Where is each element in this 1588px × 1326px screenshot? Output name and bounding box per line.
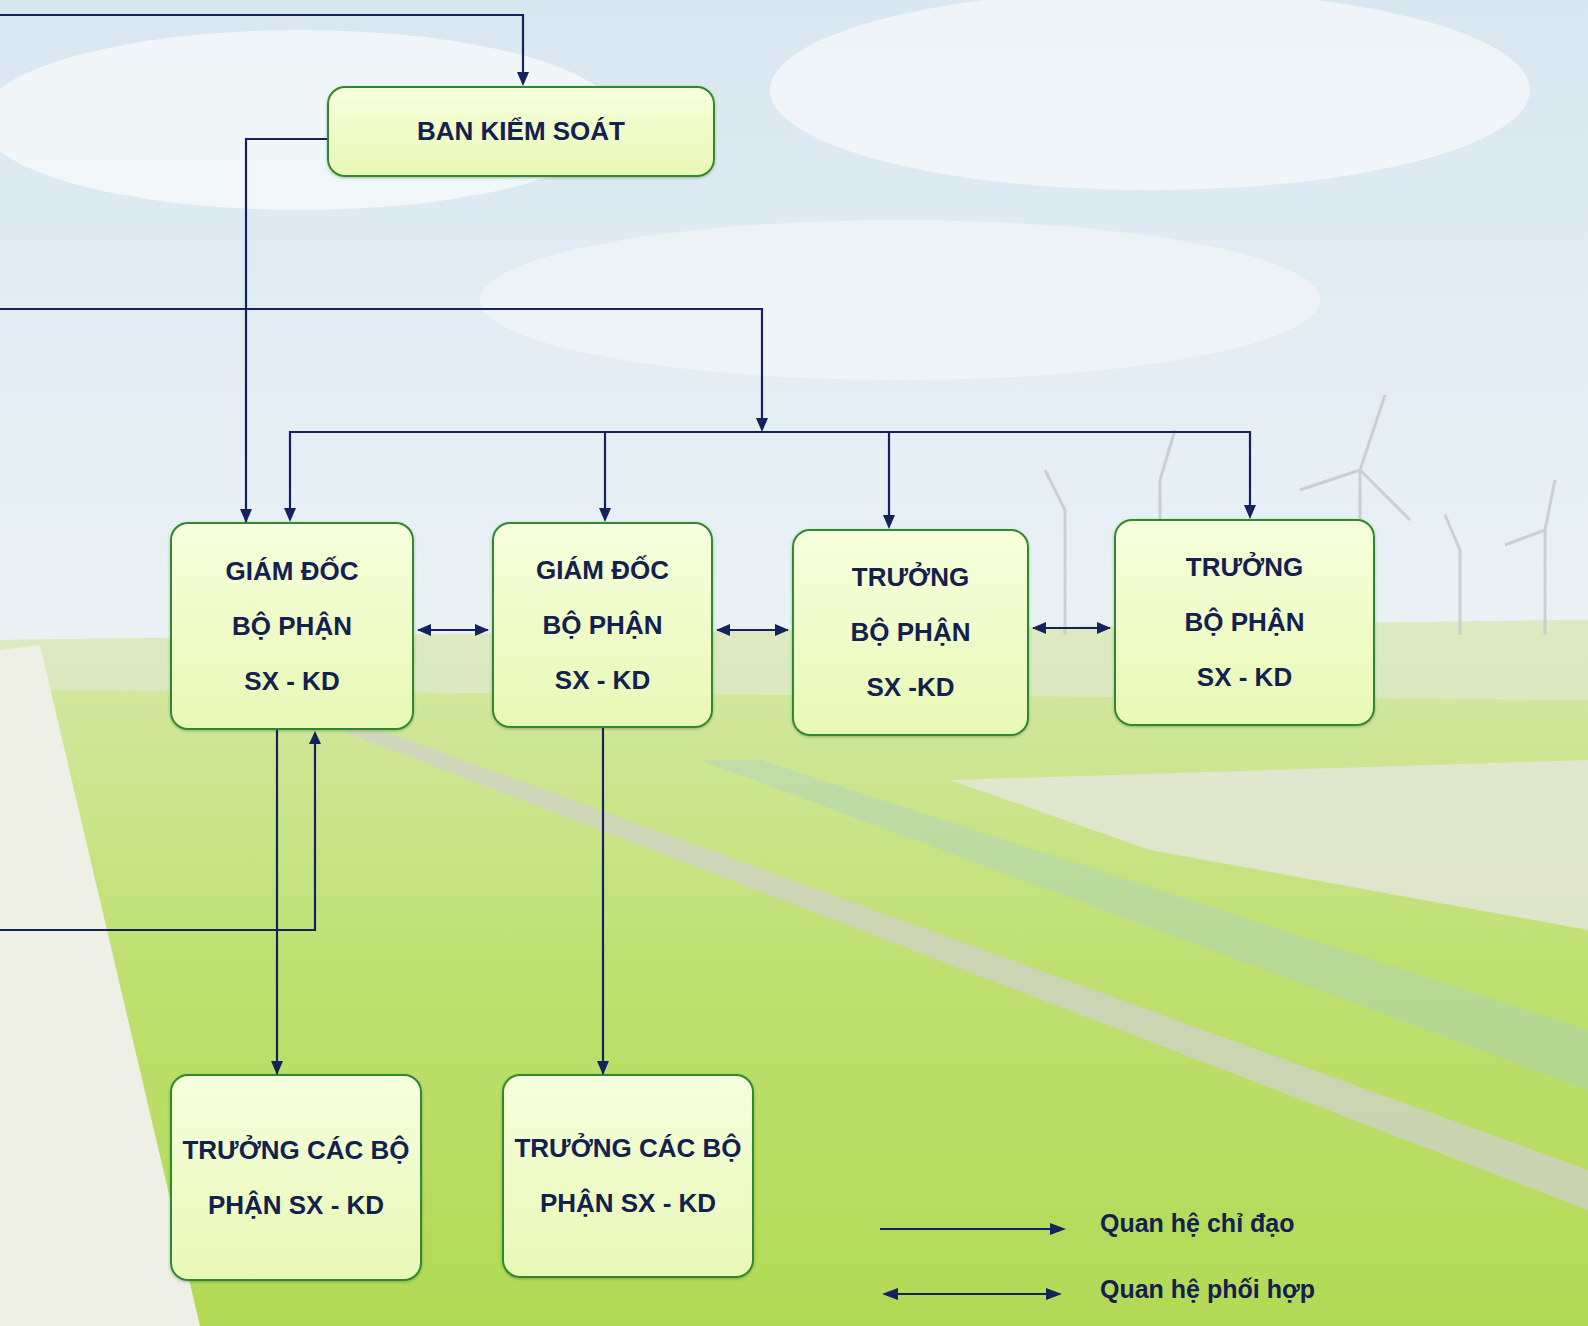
arrowhead — [1046, 1288, 1062, 1300]
arrowhead — [599, 508, 611, 522]
legend-label: Quan hệ phối hợp — [1100, 1275, 1315, 1304]
control-board-box: BAN KIỂM SOÁT — [327, 86, 715, 177]
legend-sample-line — [896, 1293, 1048, 1295]
bus-drop — [888, 432, 890, 516]
department-box: TRƯỞNG BỘ PHẬN SX - KD — [1114, 519, 1375, 726]
arrowhead — [517, 72, 529, 86]
legend-sample-line — [880, 1228, 1052, 1230]
department-box: GIÁM ĐỐC BỘ PHẬN SX - KD — [170, 522, 414, 730]
arrowhead — [882, 1288, 898, 1300]
bus-drop — [604, 432, 606, 509]
box-label: GIÁM ĐỐC BỘ PHẬN SX - KD — [529, 543, 677, 708]
box-label: TRƯỞNG BỘ PHẬN SX - KD — [1171, 540, 1319, 705]
department-box: GIÁM ĐỐC BỘ PHẬN SX - KD — [492, 522, 713, 728]
arrowhead — [1050, 1223, 1066, 1235]
arrowhead — [284, 508, 296, 522]
legend-label: Quan hệ chỉ đạo — [1100, 1209, 1294, 1238]
arrowhead — [1244, 505, 1256, 519]
box-label: TRƯỞNG CÁC BỘ PHẬN SX - KD — [512, 1121, 744, 1231]
bottom-feed-line — [0, 744, 315, 930]
arrowhead — [309, 731, 321, 744]
arrowhead — [883, 515, 895, 529]
department-box: TRƯỞNG CÁC BỘ PHẬN SX - KD — [502, 1074, 754, 1278]
box-label: BAN KIỂM SOÁT — [417, 104, 625, 159]
box-label: TRƯỞNG BỘ PHẬN SX -KD — [837, 550, 985, 715]
department-box: TRƯỞNG BỘ PHẬN SX -KD — [792, 529, 1029, 736]
coordination-arrow — [717, 629, 788, 631]
middle-feed-line — [0, 309, 762, 420]
direction-arrow — [276, 730, 278, 1074]
coordination-arrow — [418, 629, 488, 631]
distribution-bus — [290, 432, 1250, 508]
arrowhead — [756, 418, 768, 432]
department-box: TRƯỞNG CÁC BỘ PHẬN SX - KD — [170, 1074, 422, 1281]
box-label: TRƯỞNG CÁC BỘ PHẬN SX - KD — [180, 1123, 412, 1233]
coordination-arrow — [1033, 627, 1110, 629]
direction-arrow — [602, 728, 604, 1074]
direction-arrow — [246, 139, 327, 522]
box-label: GIÁM ĐỐC BỘ PHẬN SX - KD — [218, 544, 366, 709]
top-feed-line — [0, 15, 523, 74]
